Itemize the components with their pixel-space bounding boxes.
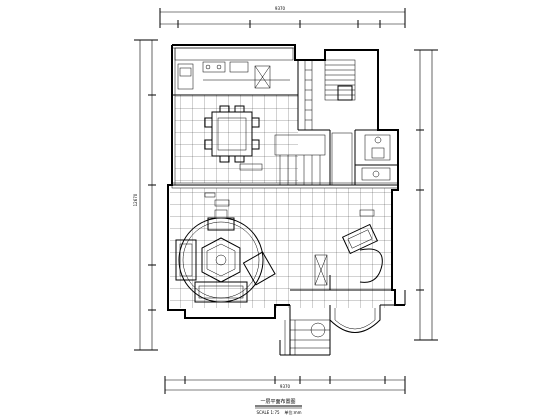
staircase — [274, 59, 356, 185]
entrance-porch — [279, 290, 406, 356]
plan-unit-note: 单位:mm — [284, 409, 301, 415]
washbasin — [361, 167, 391, 181]
dining-room — [175, 95, 298, 183]
toilet — [371, 147, 385, 159]
bathroom — [361, 134, 391, 181]
bottom-total-dimension: 9370 — [280, 384, 291, 389]
plan-scale: SCALE 1:75 — [256, 410, 280, 415]
sink — [229, 61, 249, 73]
kitchen — [174, 47, 294, 90]
armchair — [242, 251, 276, 286]
cabinet — [314, 254, 328, 286]
sofa-bottom — [194, 281, 248, 303]
bay-window — [329, 305, 381, 333]
top-total-dimension: 9370 — [275, 6, 286, 11]
stove — [202, 61, 226, 73]
living-room — [170, 188, 392, 308]
left-dimension-chain: 12670 — [133, 39, 158, 351]
sofa-left — [175, 239, 197, 281]
left-total-dimension: 12670 — [133, 193, 138, 206]
right-dimension-chain — [414, 49, 438, 341]
bottom-dimension-chain: 9370 — [164, 376, 406, 394]
piano — [341, 223, 379, 255]
drawing-title: 一层平面布置图 SCALE 1:75 单位:mm — [255, 398, 302, 415]
plan-title: 一层平面布置图 — [260, 398, 295, 405]
dining-table — [211, 111, 253, 157]
top-dimension-chain: 9370 — [159, 6, 406, 28]
hatched-wall — [331, 132, 353, 186]
piano-area — [204, 192, 383, 286]
refrigerator — [177, 63, 194, 90]
